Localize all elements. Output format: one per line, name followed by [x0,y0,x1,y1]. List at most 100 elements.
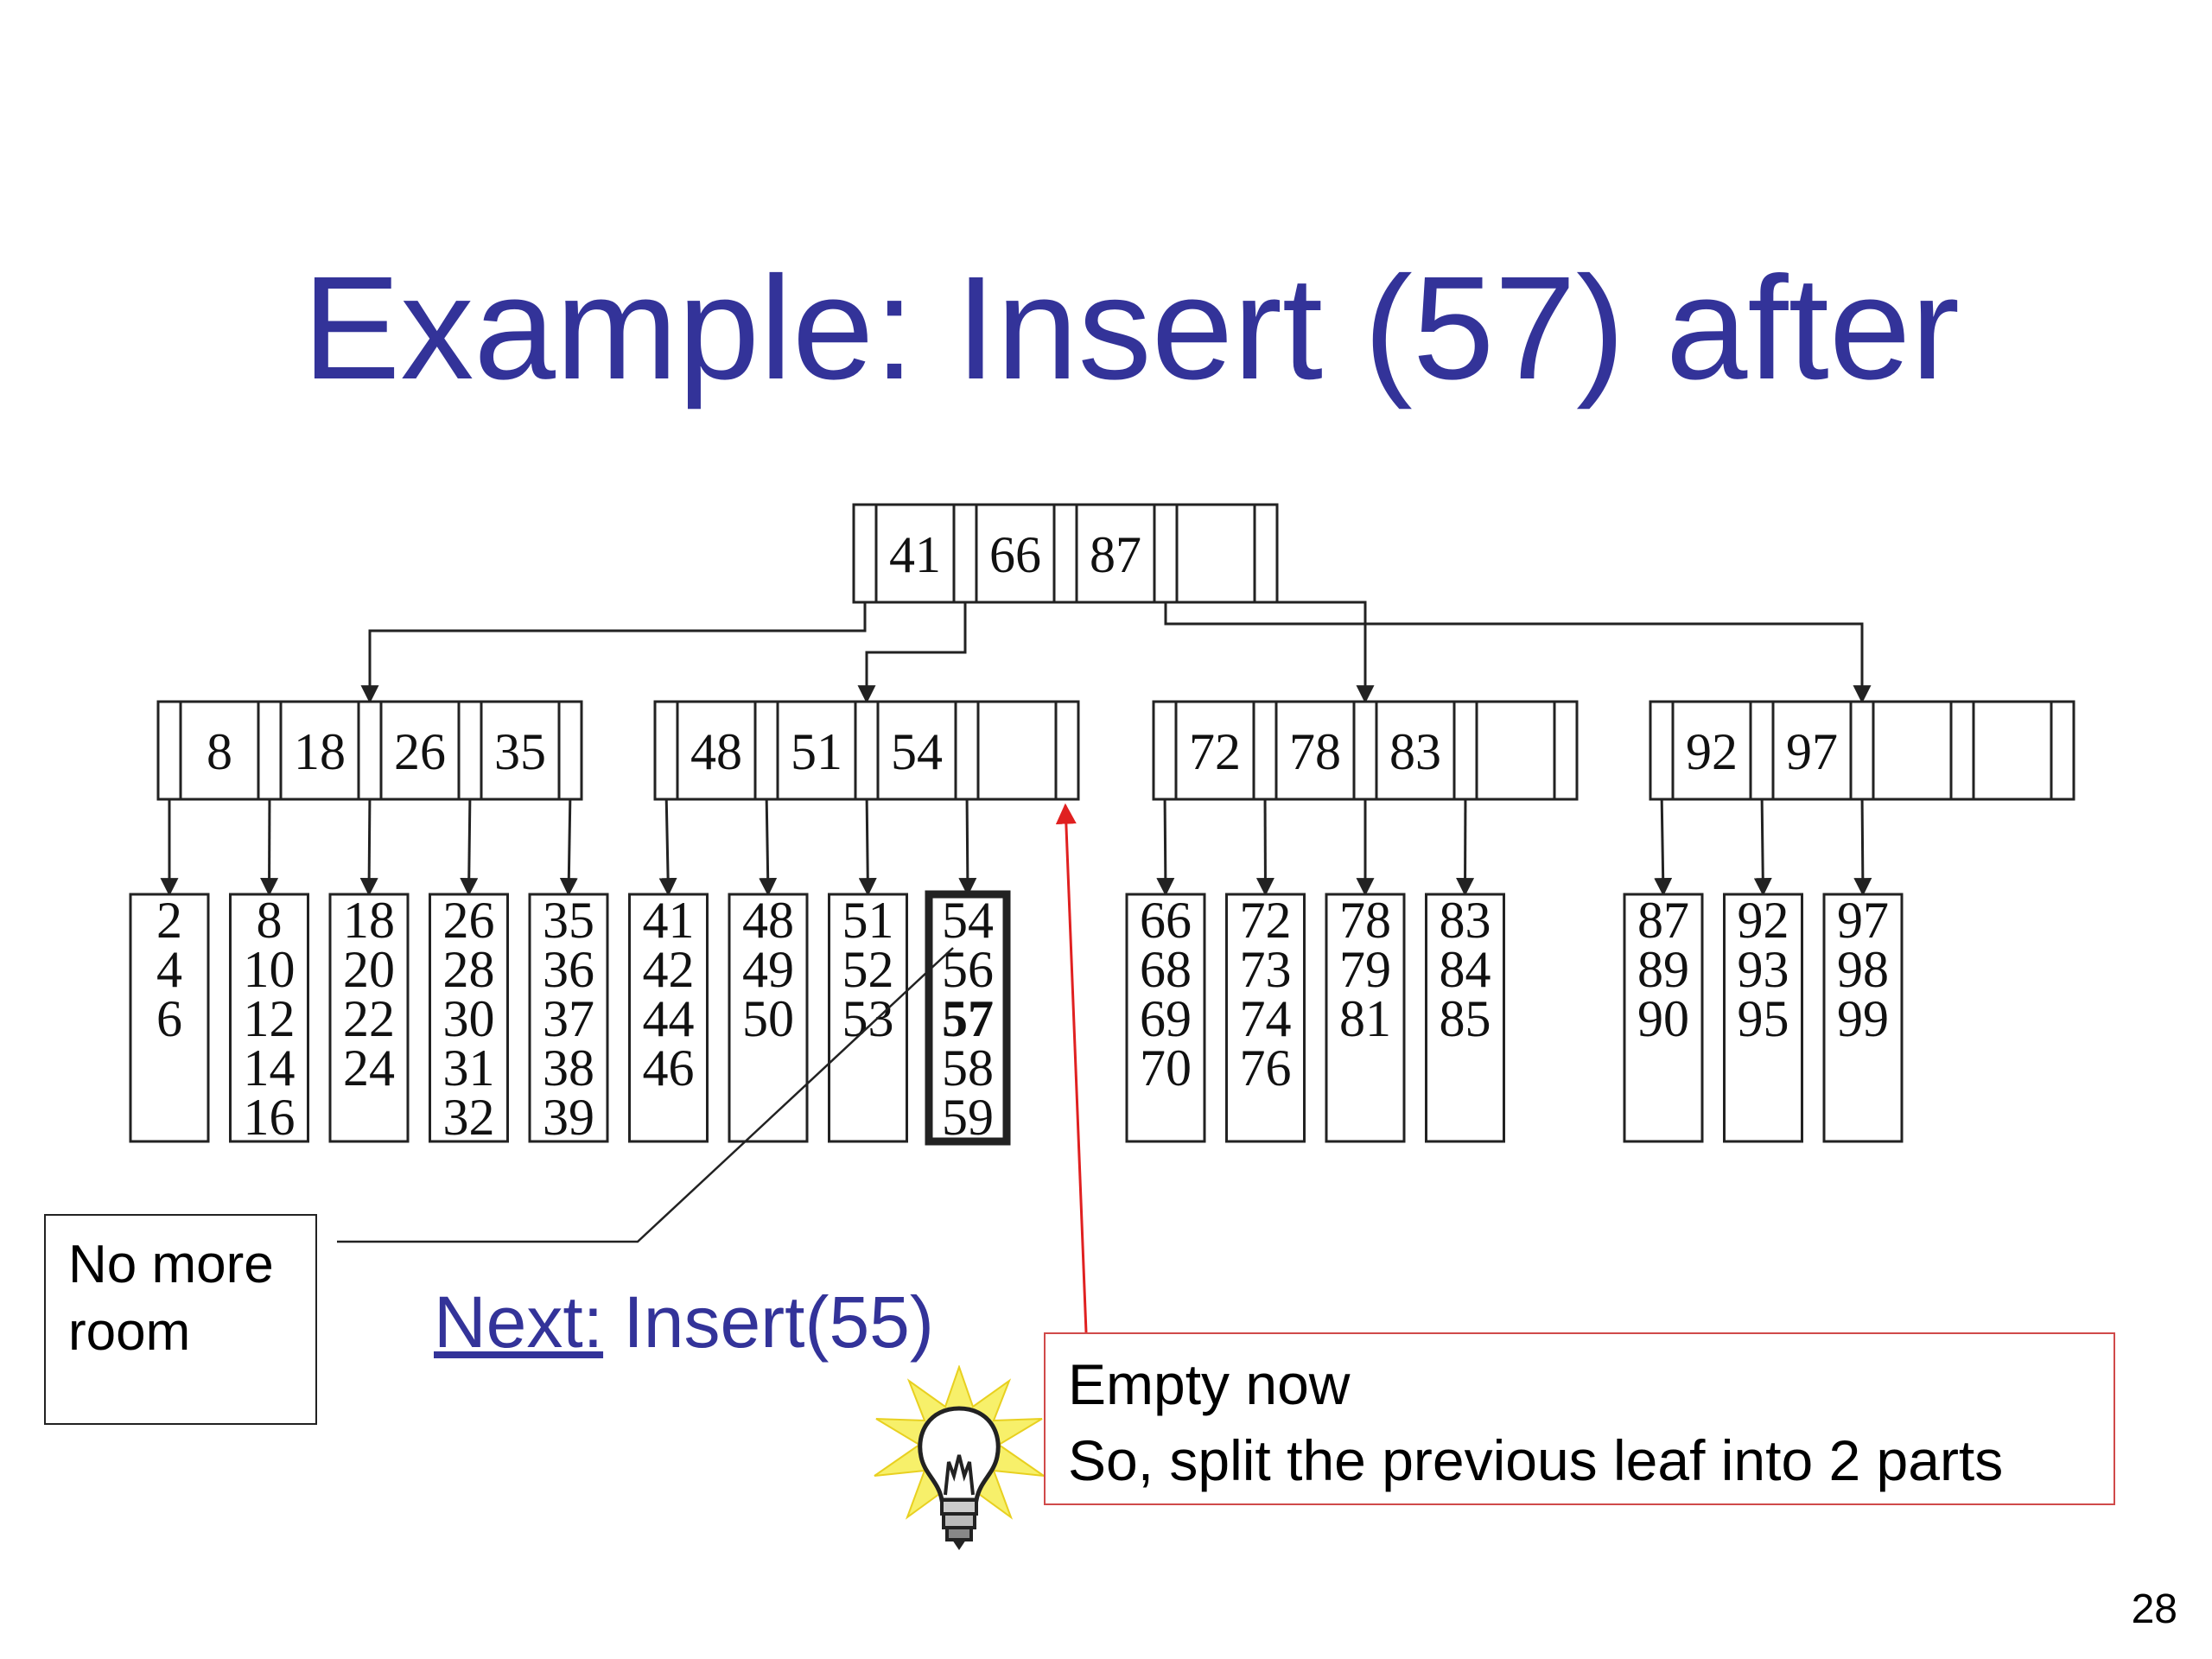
leaf-key: 32 [443,1089,495,1146]
empty-line-1: Empty now [1068,1352,1351,1416]
next-insert-label: Next: Insert(55) [434,1279,934,1365]
empty-slot-arrow [1055,803,1088,1333]
next-insert-text: Insert(55) [603,1281,934,1363]
leaf-key: 39 [543,1089,594,1146]
leaf-key: 24 [343,1039,395,1096]
leaf-key: 26 [443,892,495,949]
node-border [852,503,1279,604]
node-key: 35 [494,723,546,780]
leaf-key: 66 [1140,892,1192,949]
pointer-arrow [360,594,867,704]
leaf-key: 87 [1637,892,1689,949]
leaf-key: 20 [343,941,395,998]
leaf-key: 57 [942,990,994,1047]
node-key: 54 [891,723,943,780]
slide-number: 28 [2131,1586,2177,1632]
pointer-arrow [1456,790,1475,897]
node-key: 48 [690,723,742,780]
node-key: 41 [889,526,941,583]
no-room-line-2: room [68,1302,191,1362]
leaf-border [828,893,908,1143]
leaf-key: 93 [1738,941,1789,998]
pointer-arrow [359,790,378,897]
leaf-border [528,893,609,1143]
leaf-border [628,893,709,1143]
pointer-arrow [858,790,877,897]
pointer-arrow [1853,790,1872,897]
leaf-key: 74 [1240,990,1292,1047]
pointer-arrow [958,790,977,897]
leaf-key: 8 [257,892,283,949]
node-border [156,700,583,801]
leaf-key: 28 [443,941,495,998]
pointer-arrow [1164,594,1872,704]
leaf-key: 14 [244,1039,296,1096]
leaf-key: 70 [1140,1039,1192,1096]
pointer-arrow [1156,790,1175,897]
node-border [1649,700,2075,801]
leaf-key: 4 [156,941,182,998]
leaf-key: 54 [942,892,994,949]
leaf-key: 35 [543,892,594,949]
leaf-border [1125,893,1206,1143]
leaf-key: 84 [1440,941,1491,998]
leaf-key: 36 [543,941,594,998]
next-link[interactable]: Next: [434,1281,604,1363]
leaf-border [1225,893,1306,1143]
pointer-arrow [1654,790,1673,897]
pointer-arrow [1753,790,1772,897]
no-room-connector [337,947,954,1243]
leaf-key: 46 [643,1039,695,1096]
annotation-lines [337,803,1088,1333]
leaf-key: 81 [1339,990,1391,1047]
pointer-arrow [460,790,479,897]
node-border [1152,700,1579,801]
pointer-arrow [559,790,578,897]
node-key: 78 [1289,723,1341,780]
leaf-key: 18 [343,892,395,949]
node-key: 26 [394,723,446,780]
empty-line-2: So, split the previous leaf into 2 parts [1068,1428,2004,1492]
lightbulb-icon [874,1365,1045,1550]
leaf-border [1623,893,1704,1143]
leaf-key: 41 [643,892,695,949]
leaf-key: 72 [1240,892,1292,949]
leaf-node: 246 [129,892,210,1143]
pointer-arrow [1255,790,1274,897]
no-more-room-callout: No more room [44,1214,317,1425]
leaf-key: 44 [643,990,695,1047]
leaf-key: 68 [1140,941,1192,998]
leaf-border [129,893,210,1143]
leaf-key: 48 [742,892,794,949]
leaf-key: 95 [1738,990,1789,1047]
leaf-key: 59 [942,1089,994,1146]
tree-leaves: 2468101214161820222426283031323536373839… [129,890,1904,1146]
node-key: 97 [1786,723,1838,780]
leaf-border [229,893,309,1143]
pointer-arrow [857,594,967,704]
leaf-key: 83 [1440,892,1491,949]
leaf-border [1723,893,1803,1143]
leaf-key: 98 [1837,941,1889,998]
leaf-key: 42 [643,941,695,998]
leaf-key: 97 [1837,892,1889,949]
leaf-key: 50 [742,990,794,1047]
leaf-key: 78 [1339,892,1391,949]
leaf-key: 52 [842,941,894,998]
leaf-border [1822,893,1904,1143]
leaf-border [728,893,809,1143]
